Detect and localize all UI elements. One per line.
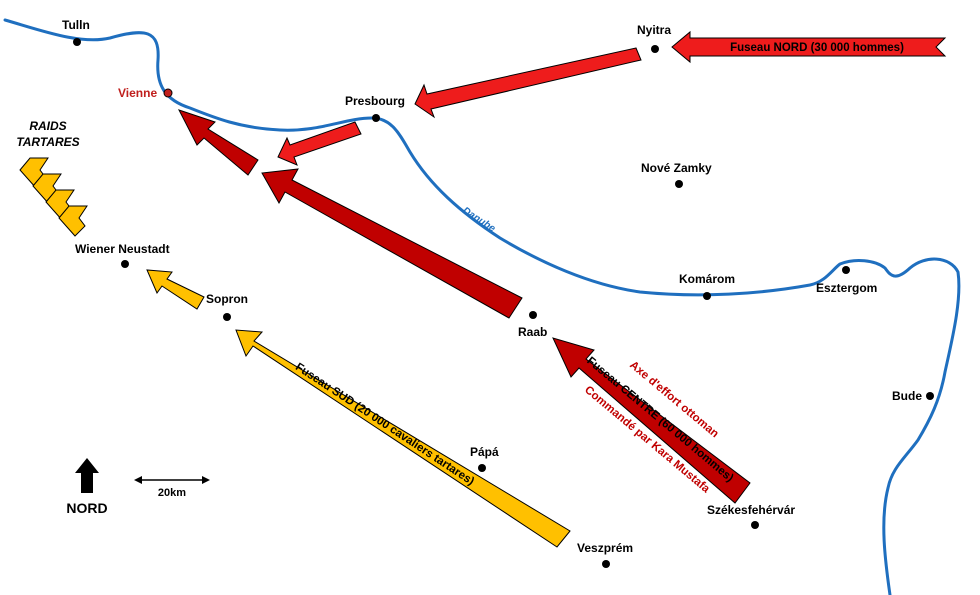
raids-label-line2: TARTARES — [16, 135, 79, 149]
veszprem-label: Veszprém — [577, 541, 633, 555]
papa-dot — [478, 464, 486, 472]
esztergom-label: Esztergom — [816, 281, 877, 295]
wiener-neustadt-dot — [121, 260, 129, 268]
wiener-neustadt-label: Wiener Neustadt — [75, 242, 170, 256]
tulln-label: Tulln — [62, 18, 90, 32]
raab-dot — [529, 311, 537, 319]
sud-arrow — [235, 329, 571, 548]
raids-chevrons — [19, 157, 88, 237]
nord-arrow-label: Fuseau NORD (30 000 hommes) — [730, 42, 904, 54]
nyitra-label: Nyitra — [637, 23, 671, 37]
sud-arrow-label: Fuseau SUD (20 000 cavaliers tartares) — [293, 361, 476, 488]
nove-zamky-label: Nové Zamky — [641, 161, 712, 175]
centre-arrow-raab — [552, 337, 751, 504]
szekesfehervar-dot — [751, 521, 759, 529]
nord-arrow-presbourg — [414, 47, 642, 119]
presbourg-label: Presbourg — [345, 94, 405, 108]
nord-arrow — [671, 30, 947, 64]
centre-arrow-vienne — [177, 109, 259, 176]
city-dots — [73, 38, 934, 568]
veszprem-dot — [602, 560, 610, 568]
raab-label: Raab — [518, 325, 547, 339]
raids-label-line1: RAIDS — [29, 119, 66, 133]
tulln-dot — [73, 38, 81, 46]
bude-dot — [926, 392, 934, 400]
north-arrow-icon — [75, 458, 99, 493]
centre-arrow-label: Fuseau CENTRE (60 000 hommes) — [584, 355, 735, 485]
scale-label: 20km — [158, 487, 186, 499]
bude-label: Bude — [892, 389, 922, 403]
sopron-label: Sopron — [206, 292, 248, 306]
nove-zamky-dot — [675, 180, 683, 188]
vienne-label: Vienne — [118, 86, 157, 100]
centre-arrow-main — [261, 168, 523, 319]
papa-label: Pápá — [470, 445, 499, 459]
danube-label: Danube — [460, 205, 497, 234]
szekesfehervar-label: Székesfehérvár — [707, 503, 795, 517]
vienne-dot — [163, 88, 173, 98]
sopron-dot — [223, 313, 231, 321]
scale-bar-icon — [134, 476, 210, 484]
nyitra-dot — [651, 45, 659, 53]
sud-arrow-small — [146, 269, 205, 310]
komarom-dot — [703, 292, 711, 300]
esztergom-dot — [842, 266, 850, 274]
danube-river — [3, 18, 961, 595]
presbourg-dot — [372, 114, 380, 122]
presbourg-vienne-arrow — [277, 121, 362, 166]
komarom-label: Komárom — [679, 272, 735, 286]
compass-label: NORD — [66, 500, 107, 516]
